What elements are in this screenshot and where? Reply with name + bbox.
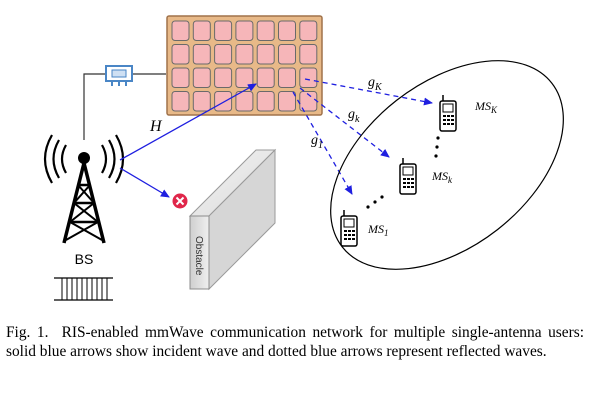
ris-element-grid [171, 20, 318, 112]
mobile-station-1-label: MS1 [367, 222, 389, 238]
mobile-station-k-label: MSk [431, 169, 453, 185]
obstacle-label: Obstacle [193, 236, 204, 276]
figure-caption-text: RIS-enabled mmWave communication network… [6, 324, 584, 360]
incident-wave-to-obstacle [119, 167, 170, 198]
ris-element [214, 44, 233, 65]
ris-panel [166, 15, 323, 116]
ris-element [256, 91, 275, 112]
figure-caption: Fig. 1. RIS-enabled mmWave communication… [6, 323, 584, 361]
reflected-wave-user-K [304, 78, 433, 106]
backhaul-cable [83, 73, 166, 140]
channel-g-1-label: g1 [311, 133, 323, 151]
ris-element [299, 44, 318, 65]
ris-element [192, 44, 211, 65]
ris-element [235, 91, 254, 112]
user-ellipsis-dots [366, 136, 440, 209]
channel-g-k-label: gk [348, 107, 360, 125]
ris-element [171, 67, 190, 88]
ris-element [256, 67, 275, 88]
ris-element [235, 44, 254, 65]
base-station-icon [43, 134, 125, 244]
ris-element [192, 20, 211, 41]
ris-element [171, 20, 190, 41]
ris-element [214, 20, 233, 41]
figure-number: Fig. 1. [6, 324, 49, 341]
incident-waves [119, 83, 257, 198]
base-station-platform [54, 277, 113, 301]
ris-element [278, 67, 296, 88]
mobile-station-K-label: MSK [474, 99, 498, 115]
channel-h-label: H [149, 118, 163, 135]
user-cluster-ellipse [330, 60, 564, 270]
ris-element [235, 67, 254, 88]
ris-element [192, 91, 211, 112]
ris-element [214, 67, 233, 88]
reflected-wave-user-k [299, 87, 390, 158]
ris-element [278, 44, 296, 65]
mobile-station-k-icon [399, 158, 417, 195]
ris-element [278, 20, 296, 41]
ris-element [256, 20, 275, 41]
ris-element [235, 20, 254, 41]
base-station-label: BS [75, 251, 94, 267]
ris-element [171, 91, 190, 112]
channel-g-K-label: gK [368, 75, 383, 93]
ris-element [214, 91, 233, 112]
ris-controller-icon [105, 65, 133, 86]
ris-element [278, 91, 296, 112]
incident-wave-to-ris [119, 83, 257, 161]
ris-element [299, 67, 318, 88]
ris-element [299, 20, 318, 41]
blocked-icon [172, 193, 188, 209]
reflected-waves [292, 78, 433, 195]
ris-element [171, 44, 190, 65]
ris-element [192, 67, 211, 88]
obstacle: Obstacle [188, 148, 277, 291]
mobile-station-1-icon [340, 210, 358, 247]
ris-element [256, 44, 275, 65]
mobile-station-K-icon [439, 95, 457, 132]
reflected-wave-user-1 [292, 91, 353, 195]
